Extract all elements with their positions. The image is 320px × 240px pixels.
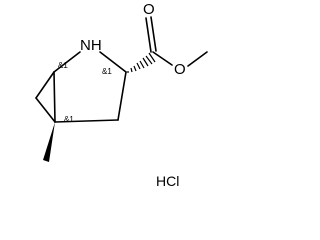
stereo-label-c1: &1 bbox=[58, 61, 68, 70]
stereo-label-c5: &1 bbox=[64, 115, 74, 124]
bond-ester-o-methyl bbox=[187, 51, 208, 67]
stereo-label-c3: &1 bbox=[102, 67, 112, 76]
salt-label: HCl bbox=[156, 173, 179, 189]
bond-carbonyl-double-2 bbox=[150, 16, 157, 52]
solid-wedge-bond bbox=[43, 122, 55, 162]
bond-c1-c6 bbox=[35, 71, 55, 99]
bond-c3-c4 bbox=[117, 71, 127, 121]
bond-n2-c3 bbox=[99, 51, 127, 73]
bond-c4-c5 bbox=[54, 119, 119, 123]
bond-c6-c5 bbox=[35, 97, 56, 123]
carbonyl-oxygen-label: O bbox=[143, 1, 155, 18]
bonds bbox=[35, 16, 208, 123]
ester-oxygen-label: O bbox=[174, 61, 186, 78]
bond-carbonyl-double-1 bbox=[145, 17, 152, 53]
bond-carbonyl-ester-o bbox=[152, 51, 173, 66]
structure-diagram: NH O O &1 &1 &1 HCl bbox=[35, 1, 208, 189]
bond-c1-c5 bbox=[53, 71, 56, 123]
nitrogen-label: NH bbox=[80, 37, 102, 54]
bond-c1-n2 bbox=[53, 51, 81, 73]
hashed-wedge-bond bbox=[127, 52, 156, 73]
